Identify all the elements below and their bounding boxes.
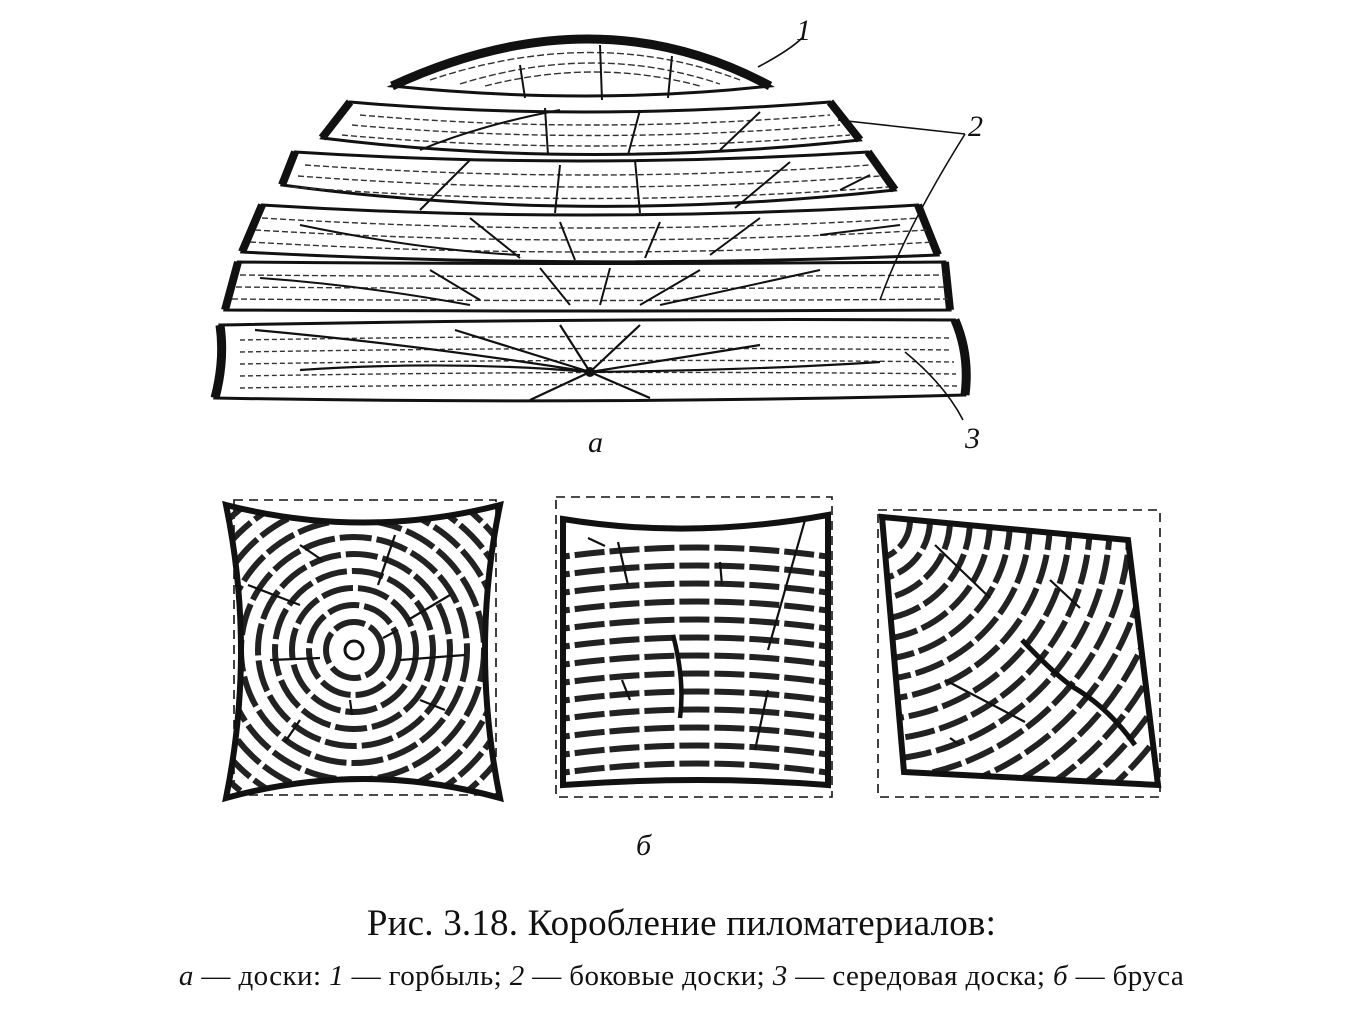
side-board-2 [278, 149, 899, 214]
beam-1-warped-outline [222, 500, 504, 803]
callout-1-label: 1 [796, 14, 811, 47]
central-board [210, 318, 971, 403]
beam-1-original-outline [233, 499, 497, 796]
legend-text-a: доски: [238, 960, 330, 992]
panel-b-label: б [636, 829, 652, 862]
callout-3-label: 3 [964, 422, 980, 455]
callout-2-label: 2 [968, 110, 983, 143]
warping-figure: 1 2 3 а [210, 14, 1162, 862]
log-boards-diagram: 1 2 3 а [210, 14, 983, 459]
legend-text-1: — горбыль; [343, 960, 510, 992]
legend-text-3: — середовая доска; [787, 960, 1053, 992]
beam-3-original-outline [877, 509, 1161, 798]
side-board-3 [238, 203, 942, 264]
beam-1 [222, 499, 504, 803]
legend-key-3: 3 [772, 960, 788, 992]
figure-caption-legend: а — доски: 1 — горбыль; 2 — боковые доск… [0, 960, 1363, 993]
panel-a-label: а [588, 426, 603, 459]
legend-key-b: б [1052, 960, 1068, 992]
callout-line-1 [757, 37, 803, 68]
side-board-1 [318, 99, 864, 156]
legend-text-2: — боковые доски; [524, 960, 773, 992]
side-board-4 [221, 260, 954, 313]
callout-line-2b [879, 133, 966, 301]
callout-line-2a [837, 119, 966, 135]
figure-caption-title: Рис. 3.18. Коробление пиломатериалов: [366, 903, 997, 944]
beam-2 [555, 496, 833, 798]
legend-key-a: а [178, 960, 194, 992]
legend-dash: — [193, 960, 239, 992]
legend-key-1: 1 [329, 960, 344, 992]
slab-board [386, 34, 775, 101]
callout-line-3 [904, 351, 964, 421]
beam-2-warped-outline [560, 511, 831, 789]
beam-2-original-outline [555, 496, 833, 798]
beam-3-warped-outline [878, 513, 1162, 789]
legend-text-b: — бруса [1067, 960, 1185, 992]
legend-key-2: 2 [509, 960, 525, 992]
